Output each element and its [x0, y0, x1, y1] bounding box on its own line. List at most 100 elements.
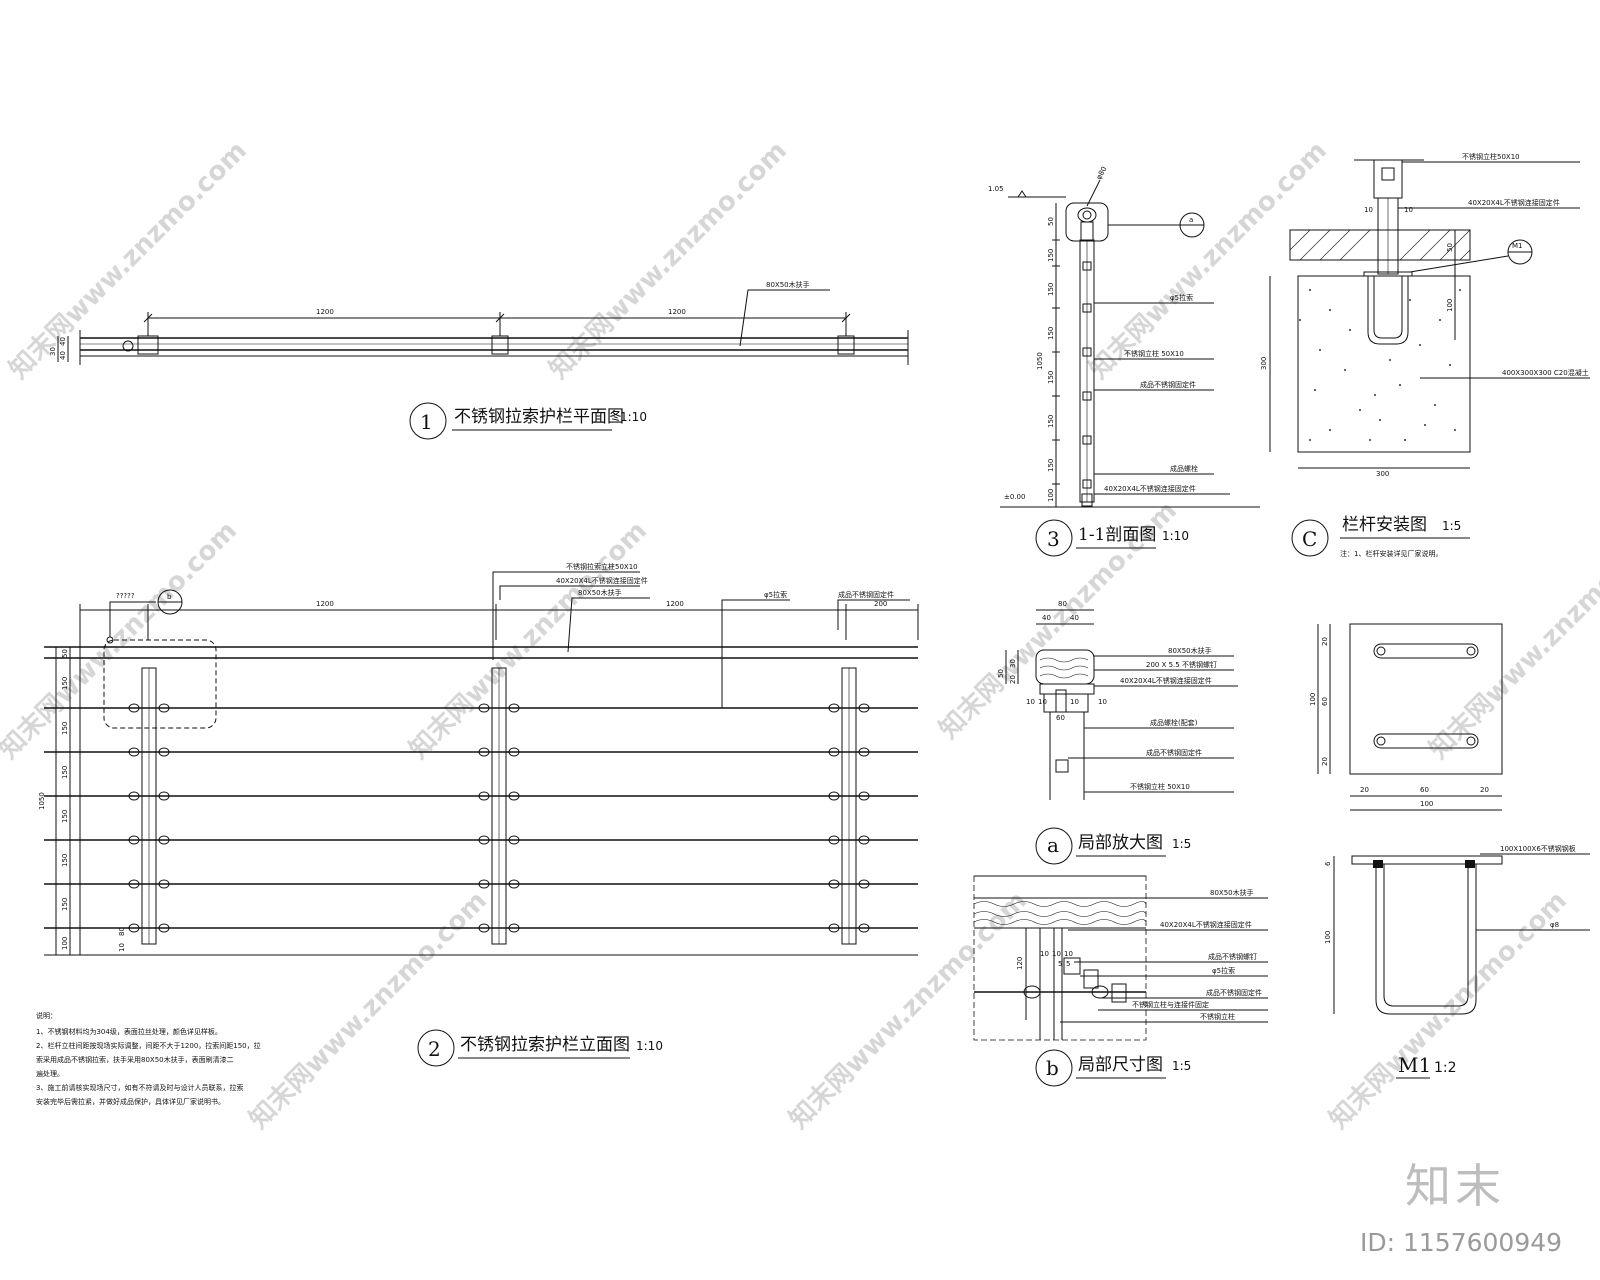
concrete-dots	[1299, 289, 1461, 441]
elev-row-dim-2: 150	[61, 677, 69, 690]
elev-callout-4: φ5拉索	[764, 590, 787, 599]
sec-number: 3	[1047, 527, 1060, 551]
note-line-4: 遍处理。	[36, 1069, 64, 1078]
detA-dim-10d: 10	[1098, 698, 1107, 706]
watermark-9: 知末网www.znzmo.com	[784, 886, 1033, 1135]
detB-callout-5: 成品不锈钢固定件	[1206, 988, 1262, 997]
sec-callout-5: 40X20X4L不锈钢连接固定件	[1104, 484, 1196, 493]
inst-ref: M1	[1512, 242, 1523, 250]
detA-callout-4: 成品螺栓(配套)	[1150, 718, 1198, 727]
detA-number: a	[1047, 833, 1059, 857]
sec-dim-5: 150	[1047, 371, 1055, 384]
detB-dim-5a: 5	[1058, 960, 1062, 968]
detB-callout-6: 不锈钢立柱与连接件固定	[1132, 1000, 1209, 1009]
watermark-2: 知末网www.znzmo.com	[544, 136, 793, 385]
m1-scale: 1:2	[1434, 1060, 1457, 1076]
elev-scale: 1:10	[636, 1039, 663, 1053]
m1-callout-2: φ8	[1550, 921, 1559, 929]
detA-title: 局部放大图	[1078, 833, 1163, 853]
plan-dim-1: 1200	[316, 308, 334, 316]
elev-row-dim-5: 150	[61, 810, 69, 823]
sec-callout-2: 不锈钢立柱 50X10	[1124, 349, 1184, 358]
elev-callout-3: 80X50木扶手	[578, 588, 622, 597]
sec-callout-1: φ5拉索	[1170, 293, 1193, 302]
inst-dim-50: 50	[1446, 243, 1454, 252]
elev-row-dim-7: 150	[61, 898, 69, 911]
view-1-plan: 1200 1200 30 40 40 80X50木扶手 1 不锈钢拉索护栏平面图…	[49, 280, 909, 440]
inst-callout-3: 400X300X300 C20混凝土	[1502, 368, 1589, 377]
sec-height: 1050	[1036, 352, 1044, 370]
detB-dim-10a: 10	[1040, 950, 1049, 958]
sec-dim-1: 50	[1047, 217, 1055, 226]
inst-dim-300h: 300	[1376, 470, 1389, 478]
detA-dim-40a: 40	[1042, 614, 1051, 622]
watermark-7: 知末网www.znzmo.com	[1424, 516, 1600, 765]
detA-callout-2: 200 X 5.5 不锈钢螺钉	[1146, 660, 1217, 669]
view-b-detail: 120 10 10 10 5 5 80X50木扶手 40X20X4L不锈钢连接固…	[973, 875, 1268, 1087]
inst-dim-300v: 300	[1260, 357, 1268, 370]
detA-scale: 1:5	[1172, 837, 1191, 851]
sec-dim-4: 150	[1047, 327, 1055, 340]
elev-title: 不锈钢拉索护栏立面图	[460, 1035, 630, 1055]
detB-scale: 1:5	[1172, 1059, 1191, 1073]
elev-callout-5: 成品不锈钢固定件	[838, 590, 894, 599]
detB-title: 局部尺寸图	[1078, 1055, 1163, 1075]
m1-dim-20b: 20	[1480, 786, 1489, 794]
sec-dim-7: 150	[1047, 459, 1055, 472]
sec-scale: 1:10	[1162, 529, 1189, 543]
plate-plan	[1349, 623, 1503, 775]
inst-dim-10a: 10	[1364, 206, 1373, 214]
m1-number: M1	[1398, 1053, 1431, 1077]
note-line-3: 索采用成品不锈钢拉索，扶手采用80X50木扶手，表面刷清漆二	[36, 1055, 234, 1064]
watermark-1: 知末网www.znzmo.com	[4, 136, 253, 385]
m1-dim-100a: 100	[1420, 800, 1433, 808]
m1-dim-100b: 100	[1309, 693, 1317, 706]
detB-callout-1: 80X50木扶手	[1210, 888, 1254, 897]
watermark-5: 知末网www.znzmo.com	[404, 516, 653, 765]
elev-row-dim-8: 100	[61, 937, 69, 950]
m1-dim-100c: 100	[1324, 931, 1332, 944]
inst-scale: 1:5	[1442, 519, 1461, 533]
plan-side-dim-3: 40	[59, 351, 67, 360]
elev-callout-2: 40X20X4L不锈钢连接固定件	[556, 576, 648, 585]
detB-dim-10b: 10	[1052, 950, 1061, 958]
elev-dim-2: 1200	[666, 600, 684, 608]
detA-dim-10c: 10	[1070, 698, 1079, 706]
m1-dim-6: 6	[1324, 861, 1332, 866]
m1-dim-20d: 20	[1321, 757, 1329, 766]
plan-scale: 1:10	[620, 410, 647, 424]
detA-dim-40b: 40	[1070, 614, 1079, 622]
elev-callout-1: 不锈钢拉索立柱50X10	[566, 562, 638, 571]
watermark-8: 知末网www.znzmo.com	[244, 886, 493, 1135]
sec-level-top: 1.05	[988, 185, 1004, 193]
elev-bottom-dim-1: 80	[118, 927, 126, 936]
plan-dim-2: 1200	[668, 308, 686, 316]
elev-dim-3: 200	[874, 600, 887, 608]
elev-row-dim-6: 150	[61, 854, 69, 867]
elev-number: 2	[428, 1037, 441, 1061]
detB-callout-2: 40X20X4L不锈钢连接固定件	[1160, 920, 1252, 929]
sec-callout-3: 成品不锈钢固定件	[1140, 380, 1196, 389]
elev-dim-1: 1200	[316, 600, 334, 608]
watermark-10: 知末网www.znzmo.com	[1324, 886, 1573, 1135]
notes-title: 说明：	[36, 1011, 57, 1020]
note-line-5: 3、施工前请核实现场尺寸，如有不符请及时与设计人员联系，拉索	[36, 1083, 243, 1092]
detB-callout-7: 不锈钢立柱	[1200, 1012, 1235, 1021]
sec-dim-2: 150	[1047, 249, 1055, 262]
detB-callout-3: 成品不锈钢螺钉	[1208, 952, 1257, 961]
plan-number: 1	[420, 410, 433, 434]
sec-dim-6: 150	[1047, 415, 1055, 428]
sec-title: 1-1剖面图	[1078, 525, 1156, 545]
plate-elevation	[1351, 855, 1503, 865]
sec-dim-3: 150	[1047, 283, 1055, 296]
inst-title: 栏杆安装图	[1342, 515, 1427, 535]
detA-callout-3: 40X20X4L不锈钢连接固定件	[1120, 676, 1212, 685]
view-m1-plate: 20 60 20 100 20 60 20 100 100 6 100X100X…	[1309, 623, 1590, 1079]
detA-dim-20: 20	[1009, 675, 1017, 684]
note-line-1: 1、不锈钢材料均为304级，表面拉丝处理，颜色详见样板。	[36, 1027, 222, 1036]
elev-row-dim-1: 50	[61, 649, 69, 658]
view-a-detail: 80 40 40 30 20 50 10 10 10 10 60 80X50木扶…	[997, 600, 1238, 865]
detA-dim-80: 80	[1058, 600, 1067, 608]
detail-b-box	[103, 639, 217, 729]
